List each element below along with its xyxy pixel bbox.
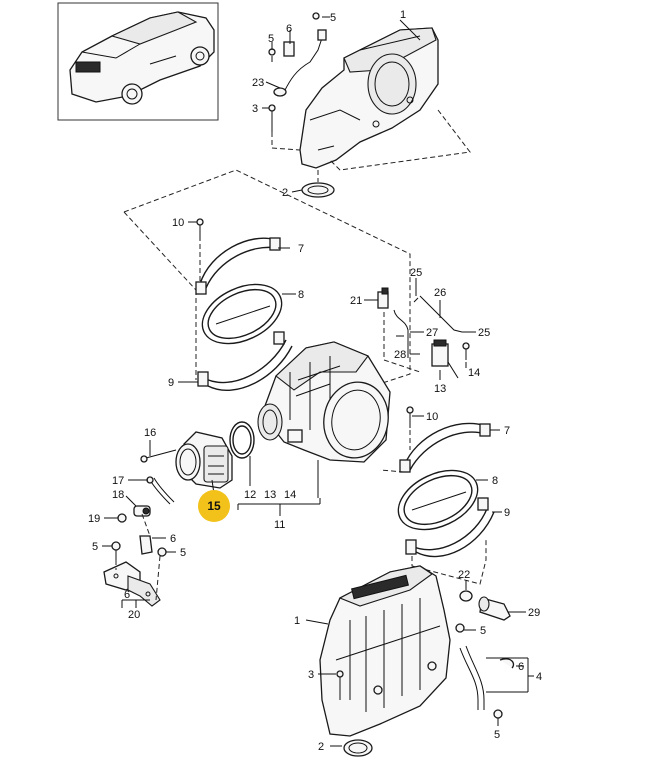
bolt-16 (140, 449, 177, 463)
callout-6-left: 6 (170, 533, 176, 545)
callout-5-left-a: 5 (92, 541, 98, 553)
callout-9-upper: 9 (168, 377, 174, 389)
central-intake-body (257, 341, 391, 463)
callout-9-right: 9 (504, 507, 510, 519)
gasket-2-top (301, 182, 335, 198)
nut-5-right (455, 623, 465, 633)
car-thumbnail (57, 2, 219, 121)
gasket-2-bottom (343, 739, 373, 757)
callout-5-bottom: 5 (494, 729, 500, 741)
hose-17 (146, 476, 175, 505)
sensor-13-assembly (431, 339, 470, 379)
tube-29 (478, 596, 511, 621)
callout-16: 16 (144, 427, 156, 439)
callout-11: 11 (274, 519, 285, 531)
callout-7-upper: 7 (298, 243, 304, 255)
callout-27: 27 (426, 327, 438, 339)
callout-13-right: 13 (434, 383, 446, 395)
callout-5-top-left: 5 (268, 33, 274, 45)
callout-2-top: 2 (282, 187, 288, 199)
sensor-21-assembly (377, 287, 463, 358)
callout-28: 28 (394, 349, 406, 361)
callout-3-bottom: 3 (308, 669, 314, 681)
callout-5-top: 5 (330, 12, 336, 24)
callout-labels: 1 5 6 5 23 3 2 10 7 8 9 25 26 21 27 25 2… (88, 9, 542, 753)
bolt-10-upper (196, 218, 204, 240)
bolt-3-top (268, 104, 276, 134)
callout-6-right: 6 (518, 661, 524, 673)
callout-8-upper: 8 (298, 289, 304, 301)
bolt-10-mid (406, 406, 414, 428)
callout-7-right: 7 (504, 425, 510, 437)
callout-5-left-b: 5 (180, 547, 186, 559)
callout-19: 19 (88, 513, 100, 525)
seal-ring-8-upper (201, 283, 283, 345)
clamp-7-right (399, 422, 491, 473)
callout-12: 12 (244, 489, 256, 501)
callout-23: 23 (252, 77, 264, 89)
callout-25-a: 25 (410, 267, 422, 279)
callout-22: 22 (458, 569, 470, 581)
callout-2-bottom: 2 (318, 741, 324, 753)
nut-19 (117, 513, 127, 523)
seal-ring-8-right (397, 469, 479, 531)
nut-5-bottom (493, 709, 503, 719)
nut-5-left-a (111, 541, 121, 560)
bracket-20 (103, 561, 161, 607)
lower-intake-manifold (319, 565, 451, 737)
callout-21: 21 (350, 295, 362, 307)
callout-1-bottom: 1 (294, 615, 300, 627)
callout-14-mid: 14 (284, 489, 296, 501)
bolt-3-bottom (336, 670, 344, 700)
callout-3-top: 3 (252, 103, 258, 115)
clip-6-left (139, 535, 153, 555)
callout-6-bracket: 6 (124, 589, 130, 601)
callout-1-top: 1 (400, 9, 406, 21)
callout-10-mid: 10 (426, 411, 438, 423)
throttle-body (175, 431, 233, 489)
top-sensor-hose (268, 12, 327, 97)
callout-4: 4 (536, 671, 542, 683)
callout-5-right: 5 (480, 625, 486, 637)
hose-4 (459, 645, 515, 710)
callout-17: 17 (112, 475, 124, 487)
callout-18: 18 (112, 489, 124, 501)
callout-26: 26 (434, 287, 446, 299)
callout-14-right: 14 (468, 367, 480, 379)
gasket-12 (229, 421, 255, 459)
callout-20: 20 (128, 609, 140, 621)
highlight-marker-15[interactable]: 15 (198, 490, 230, 522)
clamp-9-right (405, 497, 495, 558)
top-intake-duct (299, 27, 439, 169)
seal-22 (459, 590, 473, 602)
highlight-label: 15 (207, 499, 221, 513)
callout-13-mid: 13 (264, 489, 276, 501)
callout-6-top: 6 (286, 23, 292, 35)
valve-18 (133, 505, 151, 517)
leader-lines (102, 16, 534, 747)
clamp-9-upper (197, 331, 293, 391)
callout-10-upper: 10 (172, 217, 184, 229)
clamp-7-upper (195, 237, 281, 295)
nut-5-left-b (157, 547, 167, 557)
callout-8-right: 8 (492, 475, 498, 487)
callout-25-b: 25 (478, 327, 490, 339)
callout-29: 29 (528, 607, 540, 619)
